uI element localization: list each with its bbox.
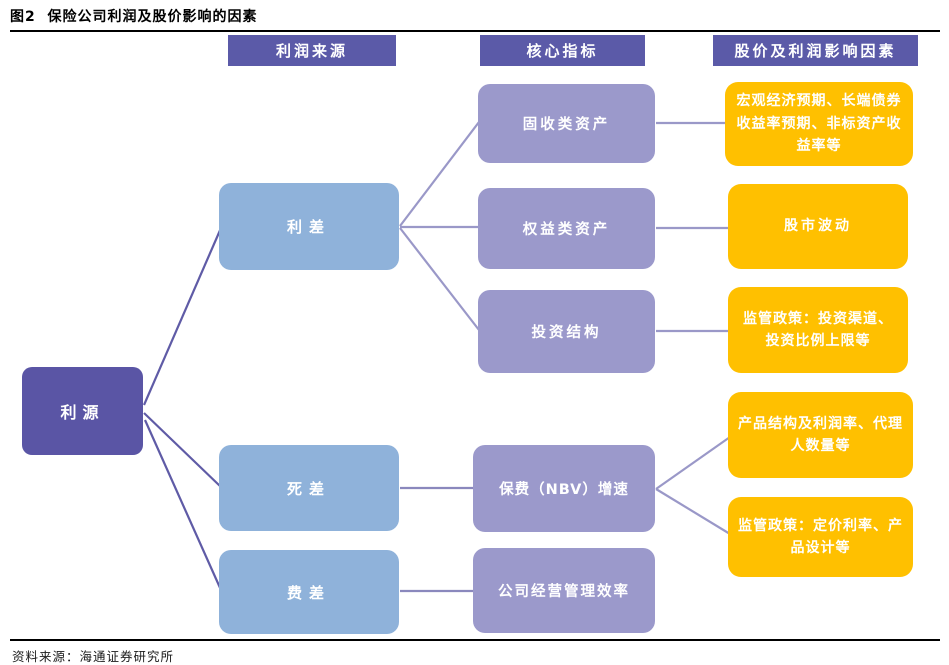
node-fixed-income: 固收类资产 — [478, 84, 655, 163]
node-regulation-pricing: 监管政策：定价利率、产品设计等 — [728, 497, 913, 577]
node-macro-factors: 宏观经济预期、长端债券收益率预期、非标资产收益率等 — [725, 82, 913, 166]
connector-licha-structure — [399, 227, 480, 331]
node-licha: 利差 — [219, 183, 399, 270]
connector-liyuan-feicha — [143, 419, 223, 591]
footer-divider-line — [10, 639, 940, 641]
column-header-core-indicator: 核心指标 — [480, 35, 645, 66]
node-nbv-growth: 保费（NBV）增速 — [473, 445, 655, 532]
node-sicha: 死差 — [219, 445, 399, 531]
node-stock-volatility: 股市波动 — [728, 184, 908, 269]
connector-liyuan-sicha — [143, 412, 222, 488]
connector-liyuan-licha — [142, 227, 223, 406]
node-invest-structure: 投资结构 — [478, 290, 655, 373]
connector-licha-fixed — [399, 121, 480, 227]
node-efficiency: 公司经营管理效率 — [473, 548, 655, 633]
node-regulation-invest: 监管政策：投资渠道、投资比例上限等 — [728, 287, 908, 373]
source-note: 资料来源：海通证券研究所 — [12, 649, 175, 664]
connector-nbv-product — [655, 436, 731, 490]
node-product-factors: 产品结构及利润率、代理人数量等 — [728, 392, 913, 478]
column-header-profit-source: 利润来源 — [228, 35, 396, 66]
connector-nbv-regulation2 — [655, 488, 731, 535]
title-divider-line — [10, 30, 940, 32]
node-feicha: 费差 — [219, 550, 399, 634]
node-equity: 权益类资产 — [478, 188, 655, 269]
figure-title: 图2 保险公司利润及股价影响的因素 — [10, 9, 258, 25]
node-liyuan: 利源 — [22, 367, 143, 455]
column-header-price-factors: 股价及利润影响因素 — [713, 35, 918, 66]
